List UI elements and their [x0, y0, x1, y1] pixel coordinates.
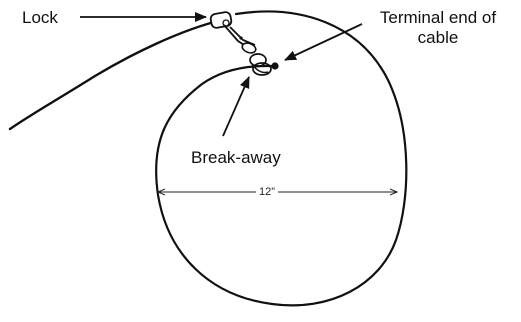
terminal-end-label-line-1: Terminal end of [379, 8, 497, 27]
cable-tail [8, 18, 224, 131]
terminal-end-label: Terminal end of cable [354, 8, 521, 48]
diameter-label: 12” [256, 186, 278, 198]
terminal-end-label-line-2: cable [417, 28, 459, 47]
terminal-arrow [284, 23, 363, 61]
terminal-end [266, 62, 279, 70]
lock-hardware [209, 11, 257, 54]
cable-loop [155, 10, 408, 307]
break-away-label: Break-away [191, 148, 281, 167]
lock-label: Lock [22, 8, 58, 27]
break-away-link [249, 53, 272, 76]
break-away-arrow [222, 76, 250, 137]
